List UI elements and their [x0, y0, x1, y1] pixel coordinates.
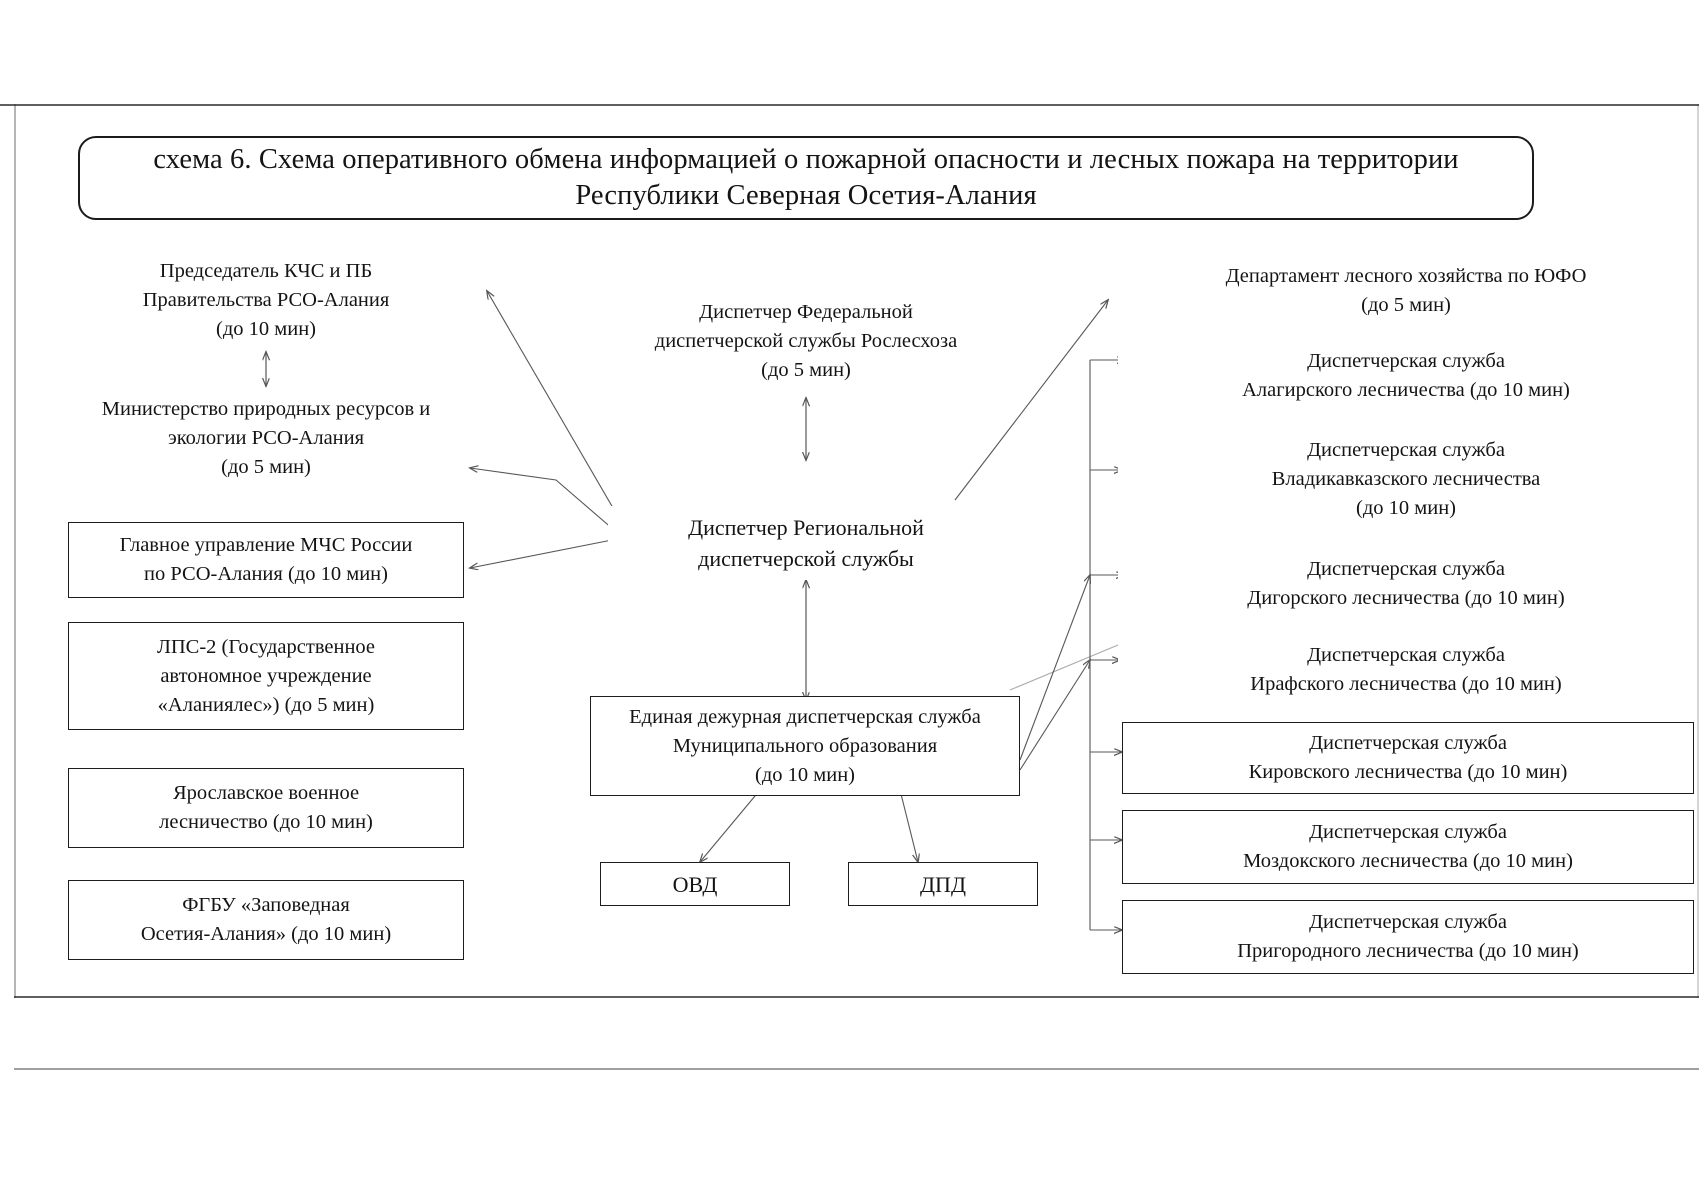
link-edds-diagonal-right	[1009, 639, 1131, 691]
node-label: Диспетчерская служба Алагирского лесниче…	[1242, 350, 1570, 401]
node-irafskoe-forestry[interactable]: Диспетчерская служба Ирафского лесничест…	[1118, 634, 1694, 706]
node-label: Диспетчерская служба Пригородного леснич…	[1237, 911, 1579, 962]
node-edds-municipal[interactable]: Единая дежурная диспетчерская служба Мун…	[590, 696, 1020, 796]
node-label: Департамент лесного хозяйства по ЮФО (до…	[1225, 265, 1587, 316]
page-frame-right-line	[1697, 104, 1699, 998]
diagram-title-banner: схема 6. Схема оперативного обмена инфор…	[78, 136, 1534, 220]
link-regional-to-mchs	[470, 539, 613, 568]
node-label: ОВД	[672, 871, 718, 897]
node-ministry-nature[interactable]: Министерство природных ресурсов и эколог…	[66, 388, 466, 488]
node-label: Диспетчерская служба Владикавказского ле…	[1271, 438, 1541, 519]
node-federal-dispatcher[interactable]: Диспетчер Федеральной диспетчерской служ…	[600, 290, 1012, 392]
page-frame-bottom-line	[14, 996, 1699, 998]
link-edds-to-right-bus-upper	[1019, 660, 1090, 771]
node-label: ДПД	[920, 871, 966, 897]
page-frame-top-line	[0, 104, 1699, 106]
node-chairman-kchs[interactable]: Председатель КЧС и ПБ Правительства РСО-…	[66, 252, 466, 348]
link-edds-to-dpd	[899, 789, 918, 862]
node-digorskoe-forestry[interactable]: Диспетчерская служба Дигорского лесничес…	[1118, 548, 1694, 620]
node-lps-2-alaniyales[interactable]: ЛПС-2 (Государственное автономное учрежд…	[68, 622, 464, 730]
node-label: Диспетчерская служба Ирафского лесничест…	[1250, 644, 1562, 695]
node-label: Диспетчерская служба Дигорского лесничес…	[1247, 558, 1565, 609]
node-label: ФГБУ «Заповедная Осетия-Алания» (до 10 м…	[140, 894, 392, 945]
node-fgbu-zapovednaya[interactable]: ФГБУ «Заповедная Осетия-Алания» (до 10 м…	[68, 880, 464, 960]
node-label: Диспетчерская служба Моздокского лесниче…	[1243, 821, 1573, 872]
link-edds-to-ovd	[700, 789, 761, 862]
node-mchs-main-directorate[interactable]: Главное управление МЧС России по РСО-Ала…	[68, 522, 464, 598]
page-title: схема 6. Схема оперативного обмена инфор…	[153, 144, 1459, 211]
node-vladikavkazskoe-forestry[interactable]: Диспетчерская служба Владикавказского ле…	[1118, 428, 1694, 530]
node-label: Диспетчер Федеральной диспетчерской служ…	[654, 300, 958, 381]
node-dept-forestry-ufo[interactable]: Департамент лесного хозяйства по ЮФО (до…	[1118, 254, 1694, 328]
node-ovd[interactable]: ОВД	[600, 862, 790, 906]
page-frame-left-line	[14, 104, 16, 998]
link-edds-to-right-bus	[1019, 575, 1090, 761]
page-frame-bottom-second-line	[14, 1068, 1699, 1070]
node-label: Председатель КЧС и ПБ Правительства РСО-…	[142, 259, 390, 340]
link-regional-to-lps	[470, 468, 615, 531]
node-kirovskoe-forestry[interactable]: Диспетчерская служба Кировского лесничес…	[1122, 722, 1694, 794]
node-label: Диспетчерская служба Кировского лесничес…	[1248, 732, 1568, 783]
node-alagirskoe-forestry[interactable]: Диспетчерская служба Алагирского лесниче…	[1118, 340, 1694, 412]
node-label: ЛПС-2 (Государственное автономное учрежд…	[156, 635, 376, 716]
node-regional-dispatcher[interactable]: Диспетчер Региональной диспетчерской слу…	[608, 506, 1004, 580]
node-label: Главное управление МЧС России по РСО-Ала…	[119, 534, 413, 585]
node-dpd[interactable]: ДПД	[848, 862, 1038, 906]
node-label: Единая дежурная диспетчерская служба Мун…	[629, 705, 981, 786]
node-label: Диспетчер Региональной диспетчерской слу…	[688, 515, 924, 571]
node-label: Ярославское военное лесничество (до 10 м…	[159, 782, 373, 833]
node-yaroslavskoe-military-forestry[interactable]: Ярославское военное лесничество (до 10 м…	[68, 768, 464, 848]
node-label: Министерство природных ресурсов и эколог…	[101, 397, 431, 478]
node-prigorodnoe-forestry[interactable]: Диспетчерская служба Пригородного леснич…	[1122, 900, 1694, 974]
node-mozdokskoe-forestry[interactable]: Диспетчерская служба Моздокского лесниче…	[1122, 810, 1694, 884]
